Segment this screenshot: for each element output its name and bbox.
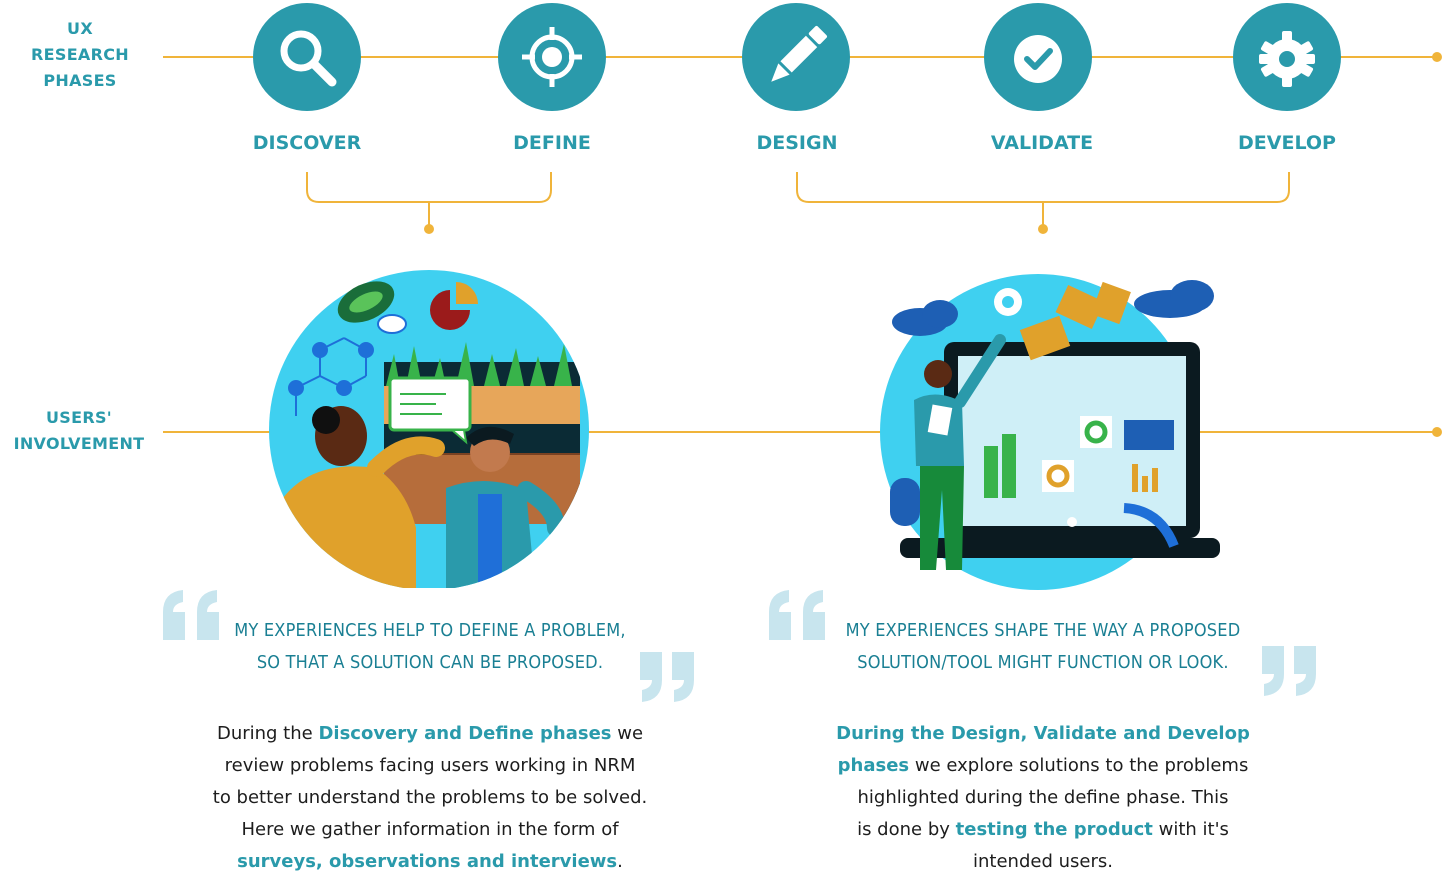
design-illustration	[880, 274, 1220, 590]
left-body: During the Discovery and Define phases w…	[150, 718, 710, 872]
define-circle	[498, 3, 606, 111]
phase-label-define: DEFINE	[513, 132, 591, 154]
discover-circle	[253, 3, 361, 111]
right-body-l2a: phases	[837, 755, 910, 776]
right-body-l3: highlighted during the define phase. Thi…	[857, 787, 1229, 808]
left-body-l4: Here we gather information in the form o…	[241, 819, 619, 840]
phase-label-develop: DEVELOP	[1238, 132, 1336, 154]
right-body-l4b: testing the product	[955, 819, 1153, 840]
discovery-illustration	[269, 270, 589, 588]
bracket-discover-define	[306, 172, 552, 203]
develop-circle	[1233, 3, 1341, 111]
pencil-icon	[771, 26, 827, 82]
left-quote-line1: MY EXPERIENCES HELP TO DEFINE A PROBLEM,	[234, 620, 626, 641]
left-body-l1c: we	[611, 723, 644, 744]
bracket-design-develop	[796, 172, 1290, 203]
right-body-l4c: with it's	[1152, 819, 1229, 840]
right-close-quote-icon	[1262, 646, 1316, 696]
search-icon	[280, 30, 337, 87]
row-label-ux-research-phases-text: UX RESEARCH PHASES	[31, 19, 129, 90]
bracket-left-dot	[424, 224, 434, 234]
right-quote-line1: MY EXPERIENCES SHAPE THE WAY A PROPOSED	[845, 620, 1241, 641]
pie-chart-icon	[430, 282, 478, 330]
left-body-l1b: Discovery and Define phases	[318, 723, 612, 744]
design-circle	[742, 3, 850, 111]
cloud-icon	[892, 280, 1214, 336]
left-body-l1a: During the	[216, 723, 319, 744]
left-quote: MY EXPERIENCES HELP TO DEFINE A PROBLEM,…	[210, 615, 650, 679]
row-label-users-involvement: USERS' INVOLVEMENT	[13, 408, 145, 453]
target-icon	[522, 27, 582, 87]
phases-line-end-dot	[1432, 52, 1442, 62]
validate-circle	[984, 3, 1092, 111]
right-body-l5: intended users.	[973, 851, 1113, 872]
involvement-line-end-dot	[1432, 427, 1442, 437]
right-body: During the Design, Validate and Develop …	[760, 718, 1326, 872]
bracket-right-dot	[1038, 224, 1048, 234]
right-body-l1: During the Design, Validate and Develop	[836, 723, 1250, 744]
left-open-quote-icon	[163, 590, 219, 640]
right-quote-line2: SOLUTION/TOOL MIGHT FUNCTION OR LOOK.	[857, 652, 1229, 673]
left-body-l3: to better understand the problems to be …	[212, 787, 648, 808]
right-quote: MY EXPERIENCES SHAPE THE WAY A PROPOSED …	[820, 615, 1266, 679]
left-close-quote-icon	[640, 652, 694, 702]
left-body-l5b: .	[617, 851, 623, 872]
phase-label-discover: DISCOVER	[252, 132, 362, 154]
left-body-l2: review problems facing users working in …	[224, 755, 636, 776]
left-quote-line2: SO THAT A SOLUTION CAN BE PROPOSED.	[256, 652, 604, 673]
phase-label-validate: VALIDATE	[990, 132, 1094, 154]
left-body-l5a: surveys, observations and interviews	[237, 851, 618, 872]
right-open-quote-icon	[769, 590, 825, 640]
phase-label-design: DESIGN	[756, 132, 838, 154]
right-body-l4a: is done by	[857, 819, 956, 840]
speech-bubble	[388, 376, 472, 445]
right-body-l2b: we explore solutions to the problems	[909, 755, 1249, 776]
bacteria-icon	[337, 281, 407, 334]
checkmark-icon	[1014, 35, 1062, 83]
